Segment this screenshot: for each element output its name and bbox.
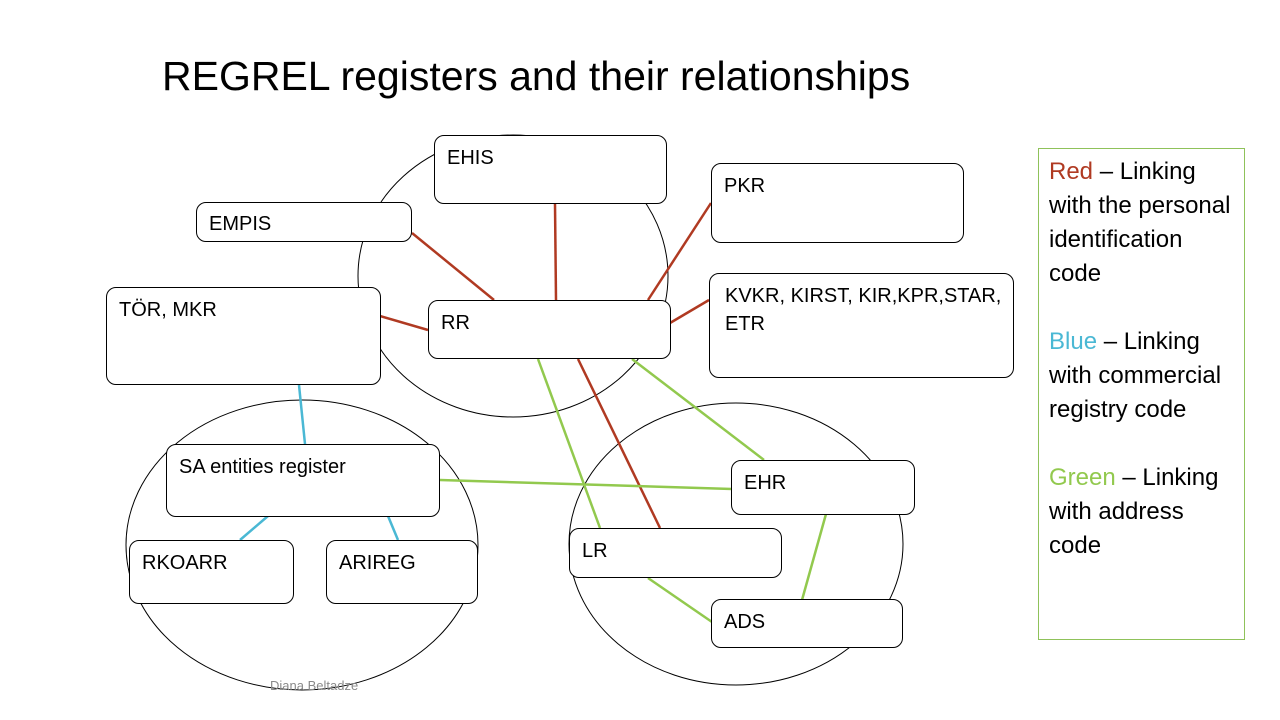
node-ads[interactable]: ADS	[711, 599, 903, 648]
node-sa-entities[interactable]: SA entities register	[166, 444, 440, 517]
node-ehis[interactable]: EHIS	[434, 135, 667, 204]
node-rkoarr-label: RKOARR	[142, 552, 228, 574]
link-rr-ehr	[631, 358, 765, 461]
node-ads-label: ADS	[724, 611, 766, 633]
node-ehis-label: EHIS	[447, 147, 494, 169]
node-pkr[interactable]: PKR	[711, 163, 964, 243]
node-tor-mkr[interactable]: TÖR, MKR	[106, 287, 381, 385]
node-rr[interactable]: RR	[428, 300, 671, 359]
link-kvkr-rr	[669, 298, 710, 325]
legend-blue-text: – Linking with commercial registry code	[1049, 328, 1222, 423]
link-tor-rr	[379, 314, 429, 332]
link-pkr-rr	[646, 202, 713, 301]
sa-group-ellipse	[125, 399, 479, 691]
legend-red-word: Red	[1049, 158, 1094, 185]
node-pkr-label: PKR	[724, 175, 766, 197]
node-ehr-label: EHR	[744, 472, 787, 494]
node-arireg-label: ARIREG	[339, 552, 416, 574]
node-rr-label: RR	[441, 312, 470, 334]
legend-item-green: Green – Linking with address code	[1049, 461, 1234, 563]
link-sa-arireg	[386, 515, 400, 541]
author-footer: Diana Beltadze	[270, 678, 359, 693]
link-rr-lr-red	[576, 358, 662, 529]
link-ehis-rr	[553, 203, 558, 301]
node-empis[interactable]: EMPIS	[196, 202, 412, 242]
node-tor-mkr-label: TÖR, MKR	[119, 299, 217, 321]
legend-blue-word: Blue	[1049, 328, 1098, 355]
node-kvkr[interactable]: KVKR, KIRST, KIR,KPR,STAR, ETR	[709, 273, 1014, 378]
link-ehr-ads	[800, 513, 828, 601]
legend-item-red: Red – Linking with the personal identifi…	[1049, 155, 1234, 291]
node-kvkr-label: KVKR, KIRST, KIR,KPR,STAR, ETR	[725, 285, 1002, 335]
link-sa-ehr	[439, 478, 733, 491]
node-ehr[interactable]: EHR	[731, 460, 915, 515]
legend-red-text: – Linking with the personal identificati…	[1049, 158, 1231, 287]
node-empis-label: EMPIS	[209, 213, 272, 235]
node-sa-entities-label: SA entities register	[179, 456, 346, 478]
node-arireg[interactable]: ARIREG	[326, 540, 478, 604]
link-sa-rkoarr	[239, 515, 269, 541]
legend-box: Red – Linking with the personal identifi…	[1038, 148, 1245, 640]
node-lr[interactable]: LR	[569, 528, 782, 578]
legend-green-word: Green	[1049, 464, 1116, 491]
legend-green-text: – Linking with address code	[1049, 464, 1219, 559]
node-lr-label: LR	[582, 540, 608, 562]
node-rkoarr[interactable]: RKOARR	[129, 540, 294, 604]
link-tor-sa	[297, 384, 307, 445]
legend-item-blue: Blue – Linking with commercial registry …	[1049, 325, 1234, 427]
link-lr-ads	[647, 576, 713, 624]
page-title: REGREL registers and their relationships	[162, 53, 911, 99]
link-rr-lr-green	[536, 358, 602, 529]
link-empis-rr	[411, 232, 495, 301]
